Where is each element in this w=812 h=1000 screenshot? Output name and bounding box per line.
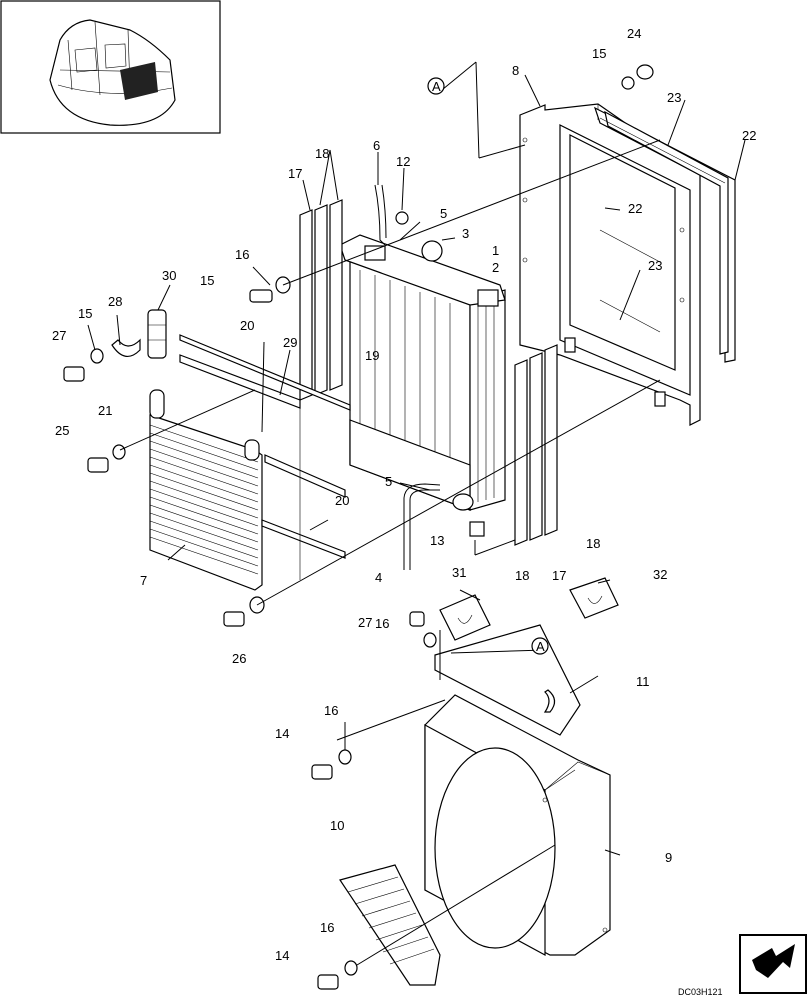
part-label: 23 <box>648 258 662 273</box>
part-label: 16 <box>320 920 334 935</box>
part-label: 15 <box>592 46 606 61</box>
clamp-part-28 <box>111 338 141 357</box>
part-label: 16 <box>324 703 338 718</box>
part-label: 10 <box>330 818 344 833</box>
part-label: 9 <box>665 850 672 865</box>
part-label: 29 <box>283 335 297 350</box>
brackets-part-20-29 <box>179 334 351 580</box>
part-label: 25 <box>55 423 69 438</box>
oil-cooler-part-7 <box>149 389 263 591</box>
part-label: 16 <box>235 247 249 262</box>
part-label: 13 <box>430 533 444 548</box>
radiator-core-part-1 <box>339 234 506 511</box>
part-labels: 1 2 3 4 5 5 6 7 8 9 10 11 12 13 14 14 15… <box>52 26 756 963</box>
part-label: 17 <box>288 166 302 181</box>
bolts-and-washers <box>63 64 654 990</box>
part-label: 15 <box>78 306 92 321</box>
fan-guard-part-10 <box>339 864 441 986</box>
part-label: 4 <box>375 570 382 585</box>
next-page-arrow-icon[interactable] <box>739 934 807 994</box>
callout-a-lower: A <box>531 637 549 655</box>
part-label: 18 <box>515 568 529 583</box>
part-label: 1 <box>492 243 499 258</box>
part-label: 18 <box>586 536 600 551</box>
callout-a-upper: A <box>427 77 445 95</box>
part-label: 17 <box>552 568 566 583</box>
nut-part-24-15 <box>621 64 654 90</box>
fitting-part-13 <box>469 521 485 537</box>
bolt-part-27-upper <box>63 348 104 382</box>
part-label: 19 <box>365 348 379 363</box>
part-label: 5 <box>440 206 447 221</box>
part-label: 3 <box>462 226 469 241</box>
part-label: 14 <box>275 726 289 741</box>
part-label: 20 <box>240 318 254 333</box>
part-label: 28 <box>108 294 122 309</box>
part-label: 14 <box>275 948 289 963</box>
part-label: 30 <box>162 268 176 283</box>
part-label: 24 <box>627 26 641 41</box>
part-label: 5 <box>385 474 392 489</box>
part-label: 22 <box>628 201 642 216</box>
shim-part-32 <box>569 577 619 619</box>
fitting-part-30 <box>147 309 167 359</box>
bolt-part-27-lower <box>409 611 437 648</box>
part-label: 6 <box>373 138 380 153</box>
part-label: 27 <box>358 615 372 630</box>
bolt-part-26 <box>223 596 265 627</box>
excavator-overview-icon <box>49 19 176 126</box>
part-label: 27 <box>52 328 66 343</box>
excavator-overview-inset <box>0 0 221 134</box>
bolt-part-14-lower <box>317 960 358 990</box>
part-label: 2 <box>492 260 499 275</box>
part-label: 18 <box>315 146 329 161</box>
callout-a-upper-label: A <box>432 79 441 94</box>
part-label: 8 <box>512 63 519 78</box>
hose-part-6 <box>374 184 387 246</box>
radiator-frame-part-8 <box>519 103 701 426</box>
seal-part-22-23 <box>593 106 736 363</box>
fan-shroud-part-9 <box>424 694 611 957</box>
part-label: 26 <box>232 651 246 666</box>
part-label: 7 <box>140 573 147 588</box>
hose-part-4 <box>403 483 441 570</box>
seal-strips-right-part-17-18 <box>514 344 558 546</box>
bolt-part-25 <box>87 444 126 473</box>
washer-part-12 <box>395 211 409 225</box>
callout-a-lower-label: A <box>536 639 545 654</box>
part-label: 16 <box>375 616 389 631</box>
leader-lines <box>87 61 746 966</box>
part-label: 12 <box>396 154 410 169</box>
part-label: 15 <box>200 273 214 288</box>
bolt-part-14-upper <box>311 749 352 780</box>
part-label: 22 <box>742 128 756 143</box>
shim-part-31 <box>439 594 491 641</box>
reference-code: DC03H121 <box>678 987 723 997</box>
part-label: 21 <box>98 403 112 418</box>
part-label: 20 <box>335 493 349 508</box>
seal-strips-left-part-17-18 <box>299 199 343 401</box>
part-label: 11 <box>636 674 650 689</box>
bolt-part-15-upper-left <box>249 276 291 303</box>
part-label: 23 <box>667 90 681 105</box>
part-label: 32 <box>653 567 667 582</box>
part-label: 31 <box>452 565 466 580</box>
